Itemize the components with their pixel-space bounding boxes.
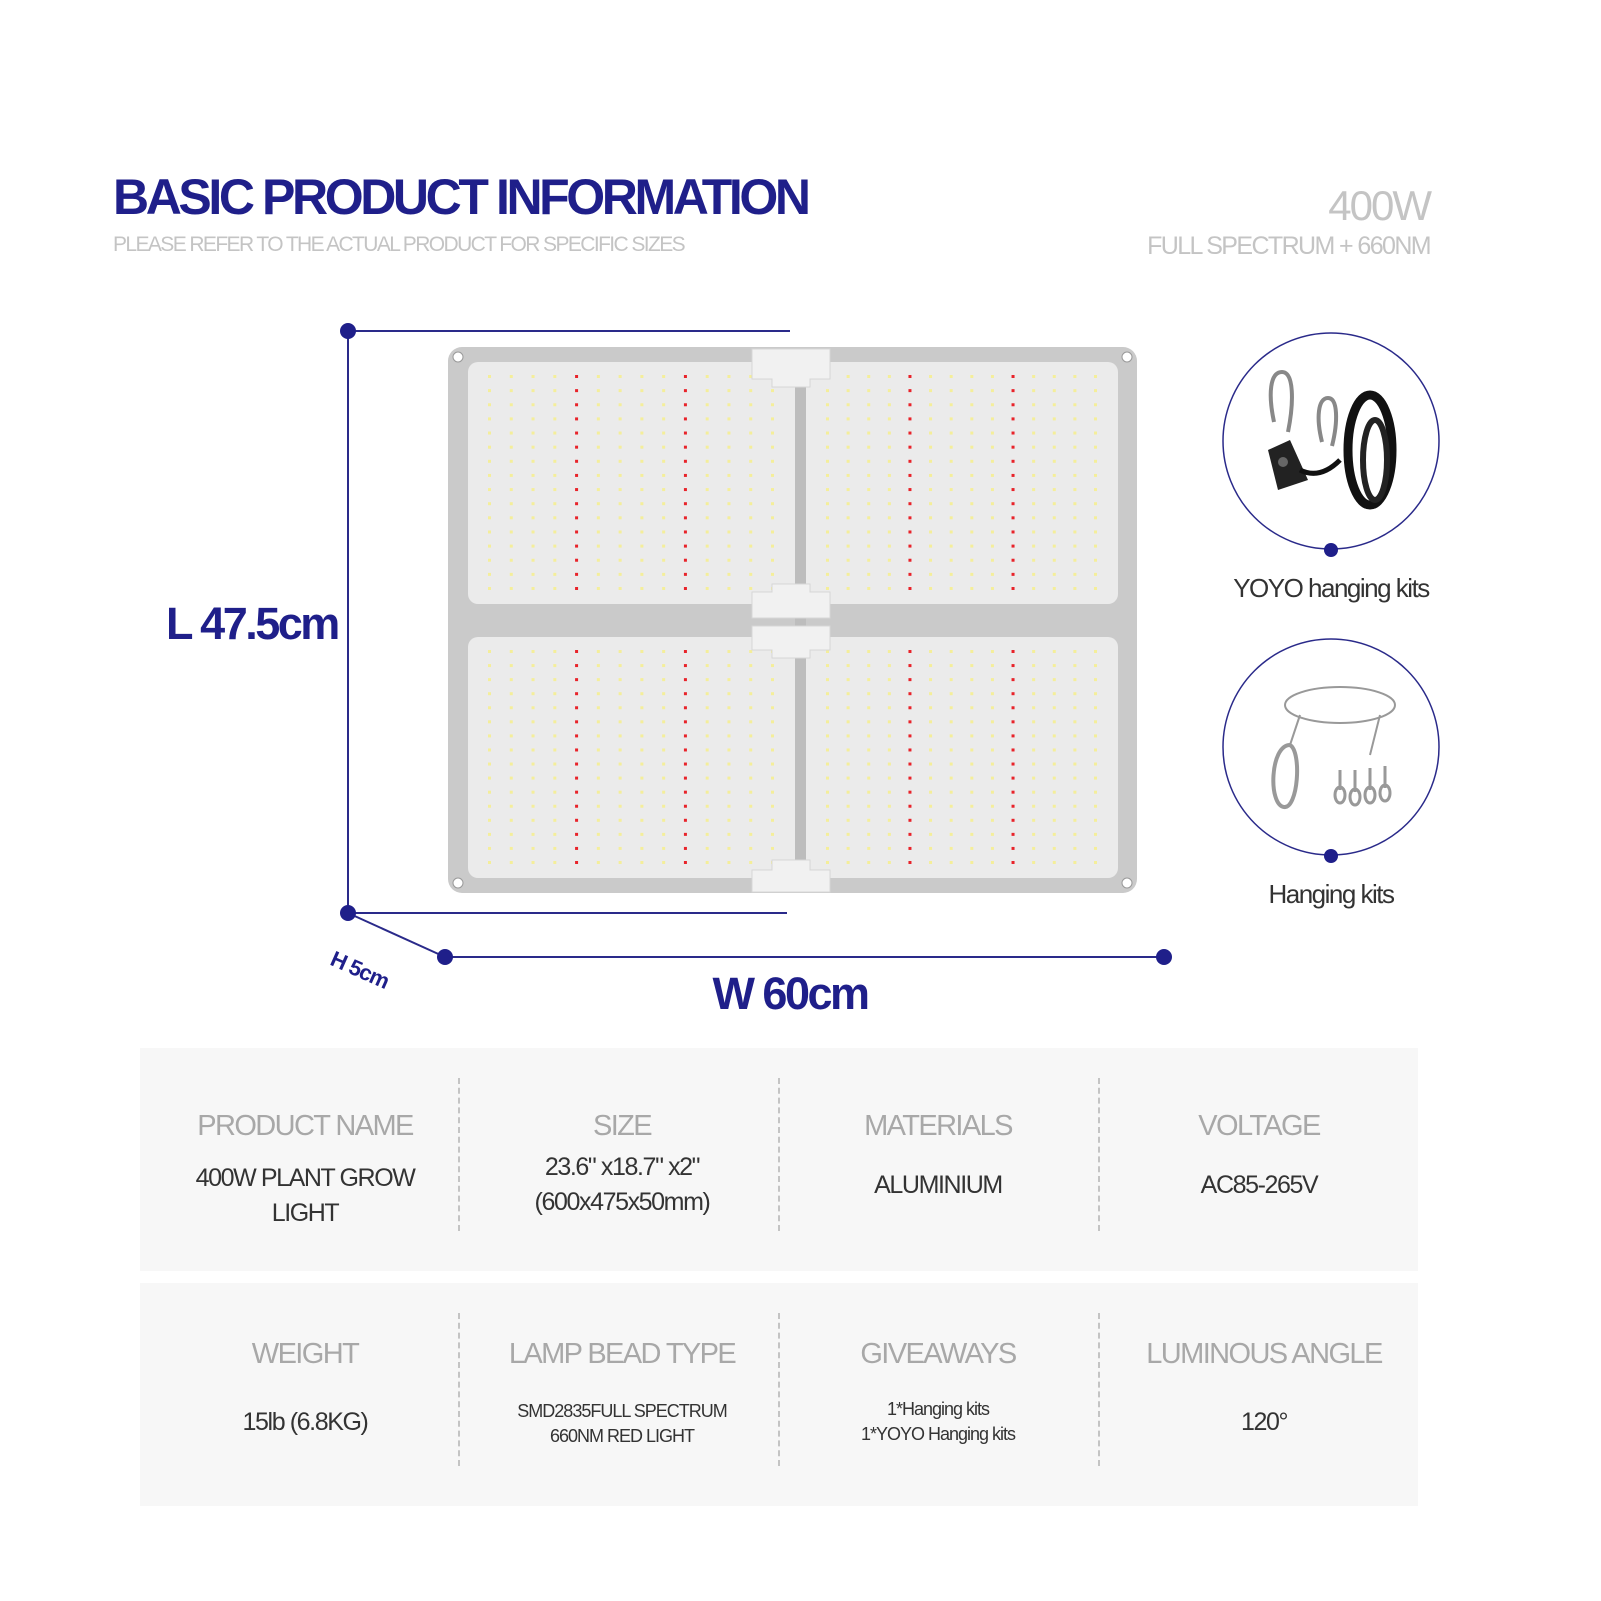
yoyo-kit-circle: [1222, 332, 1440, 550]
spec-voltage: VOLTAGE AC85-265V: [1099, 1048, 1419, 1271]
spec-label: MATERIALS: [864, 1110, 1013, 1142]
spectrum-label: FULL SPECTRUM + 660NM: [1147, 232, 1432, 260]
spec-luminous-angle: LUMINOUS ANGLE 120°: [1104, 1283, 1424, 1506]
spec-row-2: WEIGHT 15lb (6.8KG) LAMP BEAD TYPE SMD28…: [140, 1283, 1418, 1506]
spec-label: LUMINOUS ANGLE: [1146, 1338, 1383, 1370]
width-label: W 60cm: [712, 968, 870, 1019]
spec-label: VOLTAGE: [1198, 1110, 1321, 1142]
grow-light-panel: [448, 347, 1137, 893]
spec-label: PRODUCT NAME: [197, 1110, 414, 1142]
spec-label: LAMP BEAD TYPE: [508, 1338, 737, 1370]
led-board: [806, 637, 1118, 878]
spec-value: 23.6" x18.7" x2"(600x475x50mm): [534, 1153, 711, 1216]
spec-value: 15lb (6.8KG): [242, 1408, 369, 1436]
length-label: L 47.5cm: [166, 598, 340, 649]
spec-value: ALUMINIUM: [874, 1171, 1003, 1199]
led-board: [806, 362, 1118, 604]
dimension-dots: [340, 323, 1172, 965]
product-diagram: [340, 323, 1440, 965]
spec-materials: MATERIALS ALUMINIUM: [778, 1048, 1098, 1271]
hanging-kit-circle: [1222, 638, 1440, 856]
spec-value: AC85-265V: [1200, 1171, 1319, 1199]
spec-value: 120°: [1240, 1408, 1289, 1436]
spec-size: SIZE 23.6" x18.7" x2"(600x475x50mm): [462, 1048, 782, 1271]
wattage-label: 400W: [1328, 182, 1432, 229]
yoyo-kit-label: YOYO hanging kits: [1233, 573, 1430, 603]
page-title: BASIC PRODUCT INFORMATION: [113, 169, 811, 225]
spec-weight: WEIGHT 15lb (6.8KG): [145, 1283, 465, 1506]
dimension-lines: [347, 330, 1164, 958]
wire-hanging-kit-icon: [1271, 686, 1396, 809]
spec-label: SIZE: [592, 1110, 653, 1142]
hanging-kit-label: Hanging kits: [1268, 879, 1395, 909]
led-board: [468, 362, 795, 604]
led-board: [468, 637, 795, 878]
spec-label: GIVEAWAYS: [860, 1338, 1017, 1370]
page-subtitle: PLEASE REFER TO THE ACTUAL PRODUCT FOR S…: [113, 233, 686, 256]
yoyo-hanger-icon: [1268, 370, 1397, 510]
spec-label: WEIGHT: [251, 1338, 360, 1370]
